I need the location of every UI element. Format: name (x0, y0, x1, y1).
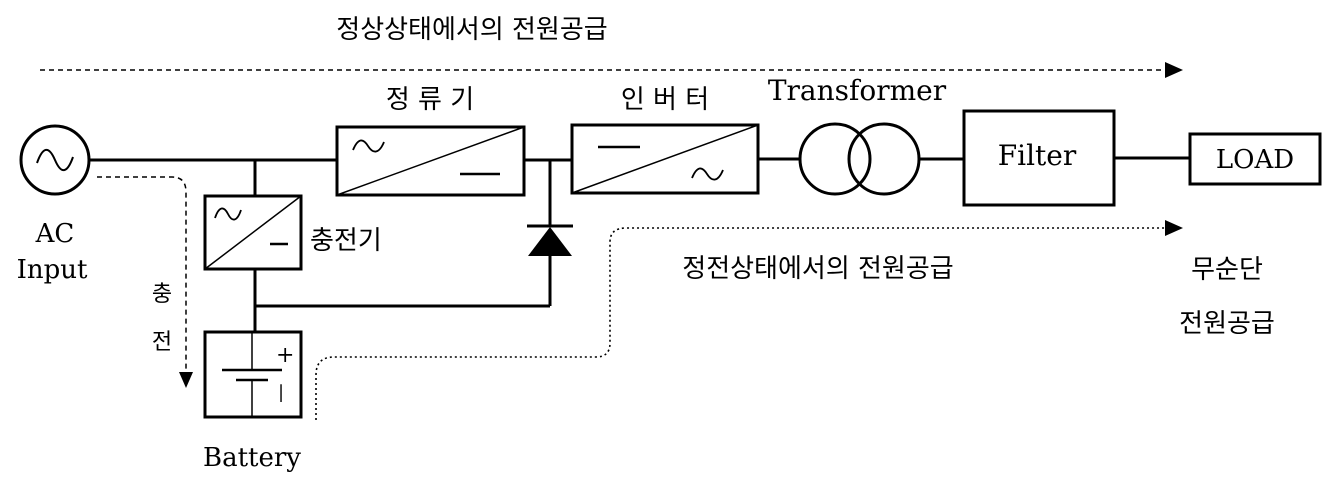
ac-input-label-line2: Input (17, 255, 88, 285)
charge-arrow (97, 176, 187, 372)
charge-label-char2: 전 (152, 330, 172, 355)
battery-minus-sign: | (278, 382, 284, 403)
normal-supply-arrowhead (1165, 62, 1183, 78)
charger-sine-icon (214, 207, 242, 221)
rectifier-sine-icon (352, 139, 385, 153)
charger-diagonal (204, 195, 302, 270)
filter-box (962, 109, 1116, 207)
ac-input-label-line1: AC (35, 219, 75, 249)
charge-arrowhead (179, 372, 193, 388)
filter-label: Filter (998, 139, 1077, 172)
battery-plus-sign: + (276, 343, 294, 368)
inverter-diagonal (571, 124, 759, 194)
diode-triangle (528, 227, 572, 256)
outage-supply-arrowhead (1165, 220, 1183, 236)
inverter-label: 인 버 터 (621, 85, 709, 115)
ups-label-line2: 전원공급 (1179, 309, 1275, 339)
rectifier-label: 정 류 기 (386, 85, 474, 115)
load-label: LOAD (1216, 145, 1294, 175)
transformer-label: Transformer (768, 74, 947, 107)
transformer-secondary-coil (847, 122, 921, 196)
inverter-sine-icon (691, 167, 724, 181)
charger-label: 충전기 (310, 226, 382, 256)
rectifier-diagonal (336, 126, 525, 196)
load-box (1188, 132, 1322, 186)
normal-supply-label: 정상상태에서의 전원공급 (336, 15, 607, 45)
battery-label: Battery (203, 443, 301, 473)
transformer-primary-coil (798, 122, 872, 196)
ups-label-line1: 무순단 (1191, 255, 1263, 285)
ac-sine-icon (36, 148, 74, 172)
charge-label-char1: 충 (152, 282, 172, 307)
outage-supply-label: 정전상태에서의 전원공급 (682, 254, 953, 284)
battery-box (203, 330, 303, 419)
